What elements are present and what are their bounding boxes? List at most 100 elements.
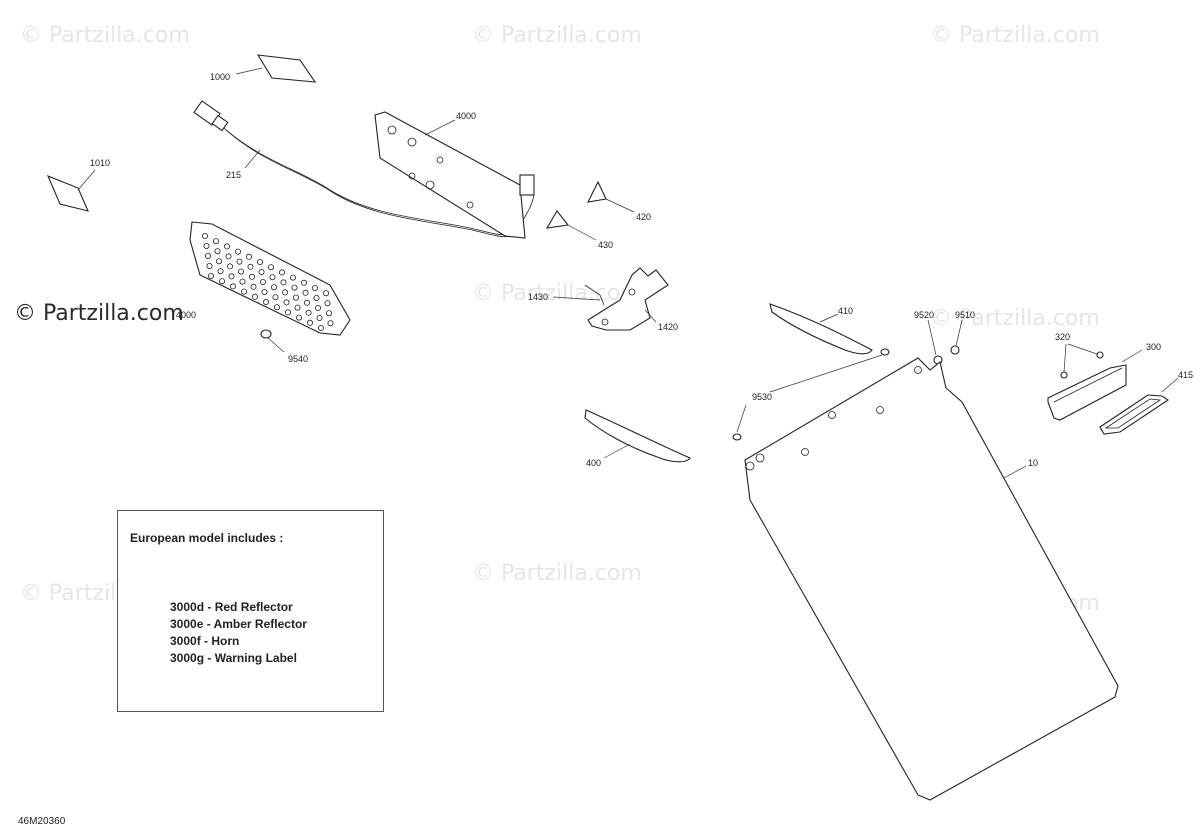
- grille-hole: [327, 320, 334, 327]
- callout-9540: 9540: [288, 354, 308, 364]
- grille-hole: [248, 273, 255, 280]
- grille-hole: [259, 278, 266, 285]
- note-title: European model includes :: [130, 531, 284, 545]
- grille-hole: [278, 269, 285, 276]
- grille-hole: [207, 272, 214, 279]
- grille-hole: [226, 263, 233, 270]
- callout-9520: 9520: [914, 310, 934, 320]
- grille-hole: [239, 278, 246, 285]
- grille-hole: [267, 264, 274, 271]
- grille-hole: [292, 294, 299, 301]
- callout-320: 320: [1055, 332, 1070, 342]
- grille-hole: [305, 309, 312, 316]
- grille-hole: [311, 284, 318, 291]
- grille-hole: [325, 310, 332, 317]
- grille-hole: [269, 274, 276, 281]
- note-item: 3000g - Warning Label: [170, 651, 297, 665]
- grille-hole: [229, 283, 236, 290]
- part-9530[interactable]: 9530: [732, 348, 890, 441]
- grille-hole: [322, 290, 329, 297]
- grille-hole: [302, 289, 309, 296]
- grille-hole: [281, 289, 288, 296]
- part-4000-upper-plate[interactable]: 4000: [374, 111, 535, 239]
- grille-hole: [303, 299, 310, 306]
- callout-410: 410: [838, 306, 853, 316]
- grille-holes: [201, 232, 334, 331]
- grille-hole: [201, 232, 208, 239]
- part-300-bracket[interactable]: 300: [1047, 342, 1161, 421]
- grille-hole: [289, 274, 296, 281]
- grille-hole: [262, 298, 269, 305]
- part-410-reflector[interactable]: 410: [769, 303, 873, 355]
- grille-hole: [270, 284, 277, 291]
- grille-hole: [212, 238, 219, 245]
- note-item: 3000f - Horn: [170, 634, 240, 648]
- grille-hole: [317, 324, 324, 331]
- callout-430: 430: [598, 240, 613, 250]
- grille-hole: [247, 263, 254, 270]
- callout-1010: 1010: [90, 158, 110, 168]
- callout-215: 215: [226, 170, 241, 180]
- grille-hole: [228, 273, 235, 280]
- callout-4000: 4000: [456, 111, 476, 121]
- callout-420: 420: [636, 212, 651, 222]
- callout-9510: 9510: [955, 310, 975, 320]
- grille-hole: [218, 278, 225, 285]
- grille-hole: [273, 304, 280, 311]
- part-1420-bracket[interactable]: 1430 1420: [528, 267, 678, 332]
- grille-hole: [206, 262, 213, 269]
- grille-hole: [294, 304, 301, 311]
- note-item: 3000e - Amber Reflector: [170, 617, 307, 631]
- callout-1420: 1420: [658, 322, 678, 332]
- watermark: © Partzilla.com: [930, 23, 1100, 48]
- part-9540[interactable]: 9540: [260, 329, 308, 364]
- grille-hole: [272, 294, 279, 301]
- callout-400: 400: [586, 458, 601, 468]
- grille-hole: [280, 279, 287, 286]
- grille-hole: [324, 300, 331, 307]
- grille-hole: [203, 242, 210, 249]
- callout-300: 300: [1146, 342, 1161, 352]
- part-320[interactable]: 320: [1055, 332, 1104, 379]
- note-item: 3000d - Red Reflector: [170, 600, 293, 614]
- grille-hole: [251, 293, 258, 300]
- european-model-note: European model includes : 3000d - Red Re…: [117, 510, 384, 712]
- callout-1000: 1000: [210, 72, 230, 82]
- grille-hole: [204, 252, 211, 259]
- grille-hole: [316, 314, 323, 321]
- grille-hole: [214, 248, 221, 255]
- watermark: © Partzilla.com: [20, 23, 190, 48]
- grille-hole: [291, 284, 298, 291]
- grille-hole: [217, 268, 224, 275]
- grille-hole: [300, 279, 307, 286]
- part-9510[interactable]: 9510: [950, 310, 975, 355]
- callout-10: 10: [1028, 458, 1038, 468]
- grille-hole: [313, 294, 320, 301]
- grille-hole: [237, 268, 244, 275]
- callout-4000: 4000: [176, 310, 196, 320]
- grille-hole: [236, 258, 243, 265]
- grille-hole: [234, 248, 241, 255]
- grille-hole: [225, 253, 232, 260]
- part-430[interactable]: 430: [545, 210, 613, 250]
- note-list: 3000d - Red Reflector 3000e - Amber Refl…: [170, 599, 307, 667]
- callout-9530: 9530: [752, 392, 772, 402]
- part-10-mudflap[interactable]: 10: [744, 357, 1119, 801]
- part-420[interactable]: 420: [587, 180, 651, 222]
- part-4000-grille[interactable]: 4000: [176, 221, 351, 336]
- part-400-reflector[interactable]: 400: [584, 409, 691, 468]
- callout-415: 415: [1178, 370, 1193, 380]
- grille-hole: [223, 243, 230, 250]
- grille-hole: [258, 268, 265, 275]
- grille-hole: [256, 258, 263, 265]
- part-1000[interactable]: 1000: [210, 54, 317, 83]
- grille-hole: [245, 253, 252, 260]
- part-415-gasket[interactable]: 415: [1099, 370, 1193, 435]
- part-1010[interactable]: 1010: [46, 158, 110, 212]
- grille-hole: [261, 288, 268, 295]
- grille-hole: [306, 319, 313, 326]
- callout-1430: 1430: [528, 292, 548, 302]
- grille-hole: [284, 309, 291, 316]
- grille-hole: [314, 304, 321, 311]
